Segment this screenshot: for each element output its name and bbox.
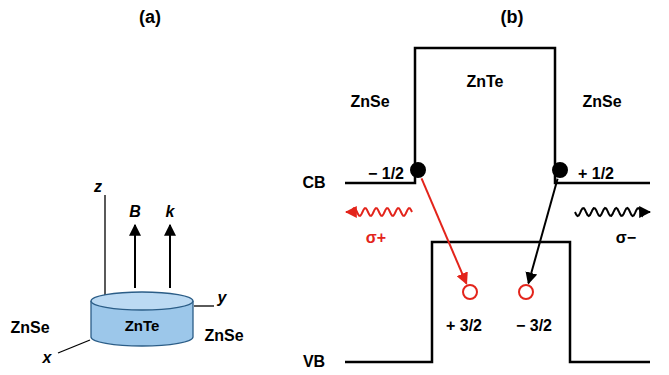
y-axis [194,305,214,306]
material-label: ZnTe [125,317,160,334]
quantum-dot-cylinder: ZnTe [90,291,194,347]
sigma-minus-photon [575,208,650,216]
transition-arrow [422,178,467,283]
material-label: ZnSe [582,93,621,111]
spin-label: − 1/2 [368,165,404,183]
valence-band [345,242,650,362]
x-axis [58,340,90,353]
field-label: B [129,203,141,221]
sigma-plus-photon [346,208,412,216]
electron-dot: − 1/2 [410,162,426,178]
axis-label: x [43,349,52,367]
axis-label: z [94,178,102,196]
hole-circle: − 3/2 [518,284,534,300]
spin-label: + 3/2 [446,317,482,335]
spin-label: − 3/2 [516,317,552,335]
material-label: ZnSe [10,319,49,337]
wavevector-arrow [169,225,171,288]
axis-label: y [218,289,227,307]
electron-dot: + 1/2 [552,162,568,178]
wavevector-label: k [166,203,175,221]
polarization-label: σ− [616,229,636,247]
spin-label: + 1/2 [578,165,614,183]
material-label: ZnTe [466,73,503,91]
transition-arrow [528,179,557,284]
band-label: CB [302,174,325,192]
field-arrow [134,225,136,288]
conduction-band [345,48,650,183]
panel-label: (b) [501,8,524,28]
band-label: VB [303,353,325,371]
material-label: ZnSe [350,93,389,111]
panel-label: (a) [139,8,161,28]
polarization-label: σ+ [366,229,386,247]
hole-circle: + 3/2 [462,284,478,300]
material-label: ZnSe [204,327,243,345]
z-axis [104,195,105,300]
